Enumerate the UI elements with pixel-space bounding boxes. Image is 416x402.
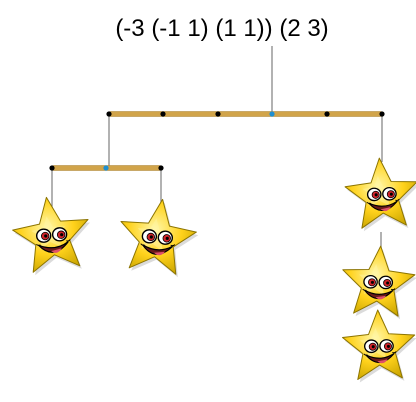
star-weights [12,157,416,383]
star-right-bottom [342,309,416,383]
rods [49,111,385,171]
star-left-2 [120,198,199,278]
top-beam-joint-2 [215,111,221,117]
top-beam-joint-4 [379,111,385,117]
smiley-face-icon [366,186,400,212]
left-sub-beam-pivot [103,165,109,171]
smiley-face-icon [140,229,176,256]
star-shape [342,309,416,380]
smiley-face-icon [35,227,71,253]
strings [51,46,383,320]
top-beam-joint-1 [160,111,166,117]
mobile-expression-label: (-3 (-1 1) (1 1)) (2 3) [115,15,328,42]
top-beam-joint-0 [106,111,112,117]
left-sub-beam-joint-right [158,165,164,171]
top-beam-joint-3 [324,111,330,117]
top-beam [108,111,383,117]
star-right-top [344,157,416,232]
left-sub-beam-joint-left [49,165,55,171]
star-right-middle [342,245,416,320]
smiley-face-icon [363,339,397,364]
top-beam-pivot [269,111,275,117]
smiley-face-icon [362,274,396,300]
star-left-1 [12,196,91,276]
